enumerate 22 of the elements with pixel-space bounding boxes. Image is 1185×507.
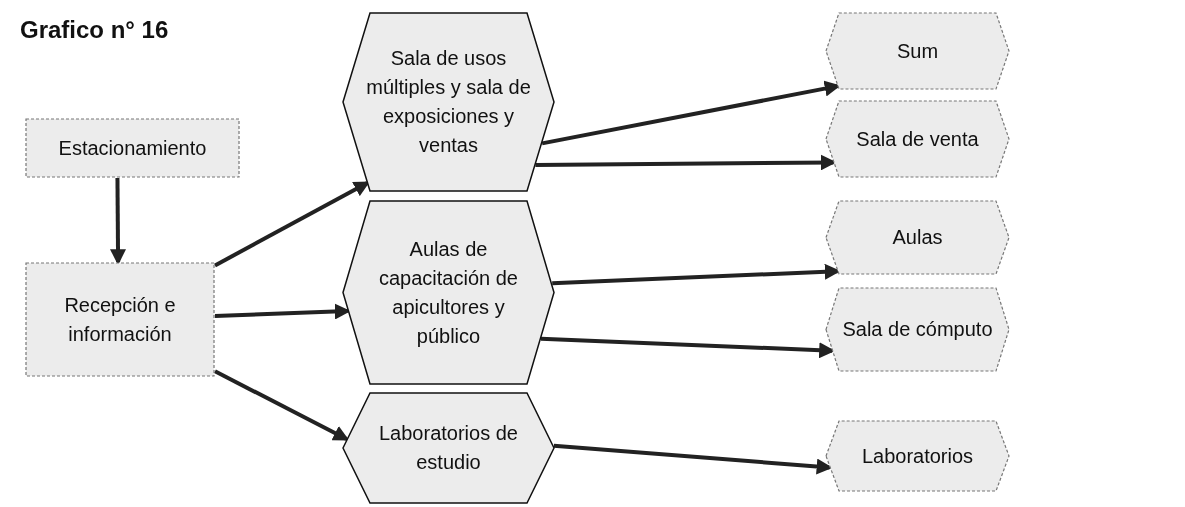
hexagon-box <box>342 200 555 385</box>
node-label: Recepción e información <box>63 292 177 347</box>
node-label: Sala de cómputo <box>842 317 993 342</box>
node-label: Sala de venta <box>856 126 979 152</box>
hexagon-box <box>825 420 1010 492</box>
node-label: Laboratorios <box>861 443 974 469</box>
node-label: Sum <box>896 38 939 64</box>
node-label: Aulas <box>892 225 943 250</box>
hexagon-box <box>825 100 1010 178</box>
hexagon-box <box>342 392 555 504</box>
arrow <box>214 181 370 268</box>
diagram-title: Grafico n° 16 <box>20 16 169 44</box>
node-label: Aulas de capacitación de apicultores y público <box>378 236 519 349</box>
process-box <box>25 118 240 178</box>
hexagon-box <box>825 12 1010 90</box>
hexagon-box <box>825 200 1010 275</box>
hexagon-box <box>342 12 555 192</box>
process-box <box>25 262 215 377</box>
node-label: Laboratorios de estudio <box>378 421 519 475</box>
node-label: Estacionamiento <box>58 135 207 161</box>
node-label: Sala de usos múltiples y sala de exposiciones y ventas <box>365 46 532 158</box>
hexagon-box <box>825 287 1010 372</box>
